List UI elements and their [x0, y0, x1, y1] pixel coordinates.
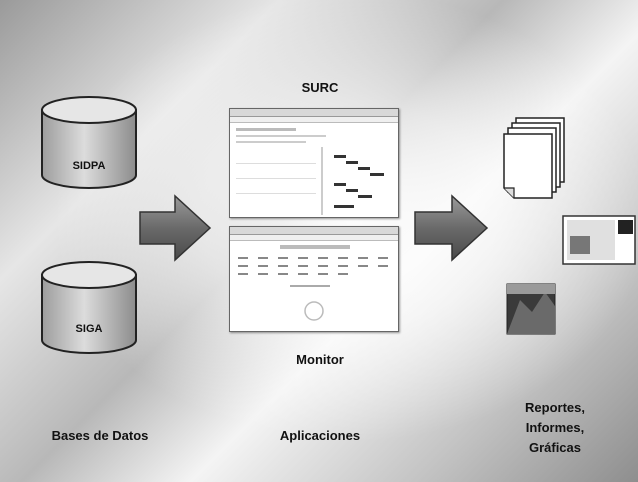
caption-outputs: Reportes, Informes, Gráficas: [500, 398, 610, 458]
monitor-screenshot: [229, 226, 399, 332]
caption-outputs-line: Reportes,: [525, 400, 585, 415]
database-icon: [41, 96, 137, 189]
database-icon: [41, 261, 137, 354]
arrow-right-icon: [139, 194, 212, 262]
caption-outputs-line: Informes,: [525, 420, 585, 435]
caption-outputs-line: Gráficas: [528, 440, 582, 455]
caption-apps: Aplicaciones: [279, 428, 361, 443]
app-title-surc: SURC: [301, 80, 339, 95]
arrow-right-icon: [414, 194, 489, 262]
surc-screenshot: [229, 108, 399, 218]
app-title-monitor: Monitor: [296, 352, 344, 367]
caption-bases: Bases de Datos: [51, 428, 149, 443]
photo-icon: [562, 215, 636, 265]
database-label: SIDPA: [72, 160, 106, 172]
database-label: SIGA: [75, 323, 103, 335]
photo-icon: [506, 283, 556, 335]
document-stack-icon: [503, 117, 565, 199]
